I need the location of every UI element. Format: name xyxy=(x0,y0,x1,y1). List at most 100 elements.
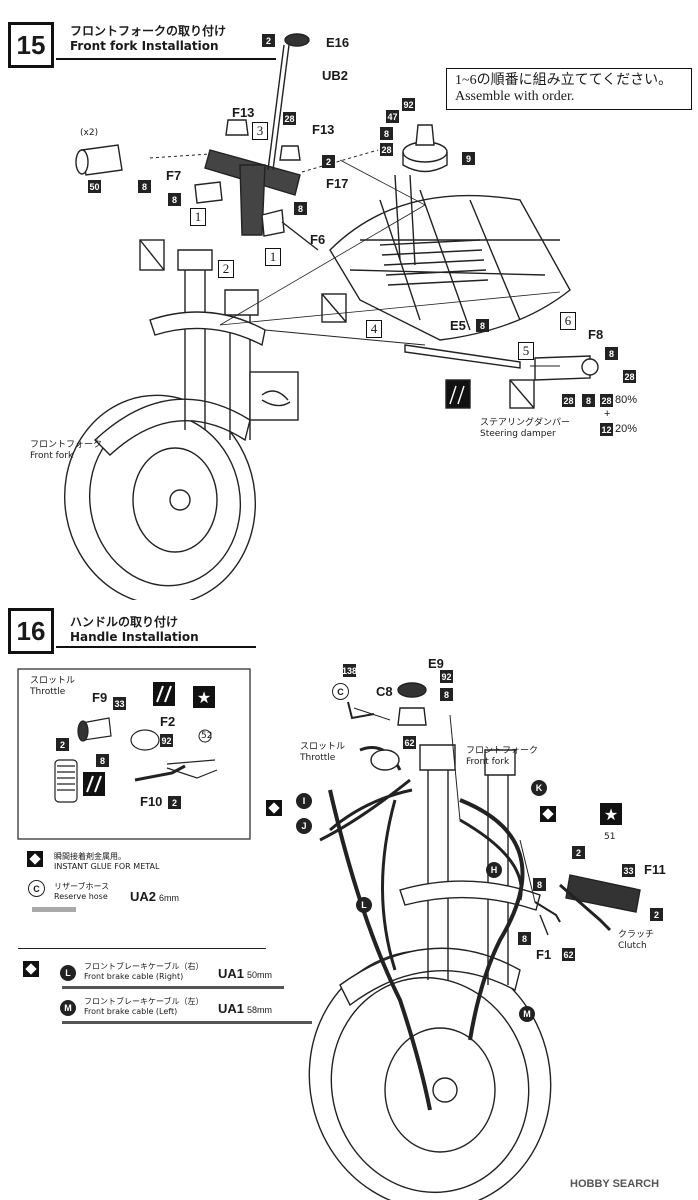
front-fork-en: Front fork xyxy=(30,451,74,461)
throttle-jp: スロットル xyxy=(30,676,76,686)
throttle-main-jp: スロットル xyxy=(300,742,346,752)
reserve-hose-en: Reserve hose xyxy=(54,892,108,901)
paint-code: 33 xyxy=(113,697,126,710)
steering-damper-label: ステアリングダンパー Steering damper xyxy=(480,418,570,440)
paint-code: 50 xyxy=(88,180,101,193)
paint-code: 92 xyxy=(160,734,173,747)
step-16-title-jp: ハンドルの取り付け xyxy=(70,615,179,629)
part-label-f13-right: F13 xyxy=(312,122,335,137)
hose-marker-i: I xyxy=(296,793,312,809)
step-15-number: 15 xyxy=(8,22,54,68)
step-16-number: 16 xyxy=(8,608,54,654)
ua1-left-code: UA1 xyxy=(218,1001,245,1016)
part-label-e16: E16 xyxy=(326,35,350,50)
glue-en: INSTANT GLUE FOR METAL xyxy=(54,862,160,871)
paint-code: 8 xyxy=(533,878,546,891)
steering-damper-en: Steering damper xyxy=(480,429,556,439)
paint-code: 2 xyxy=(572,846,585,859)
cable-m-jp: フロントブレーキケーブル（左） xyxy=(84,997,204,1006)
ua1-left-length: 58mm xyxy=(247,1005,273,1015)
paint-code: 2 xyxy=(56,738,69,751)
cable-m-legend: フロントブレーキケーブル（左） Front brake cable (Left) xyxy=(84,997,204,1017)
step-15-title-en: Front fork Installation xyxy=(70,39,219,53)
paint-code: 2 xyxy=(322,155,335,168)
part-label-f2: F2 xyxy=(160,714,176,729)
paint-code: 8 xyxy=(440,688,453,701)
glue-jp: 瞬間接着剤金属用。 xyxy=(54,852,126,861)
step-15-title-jp: フロントフォークの取り付け xyxy=(70,24,227,38)
mix-80-percent: 80% xyxy=(615,394,638,406)
star-icon: ★ xyxy=(600,803,622,825)
order-marker-1: 1 xyxy=(190,208,206,226)
step-16-title: ハンドルの取り付け Handle Installation xyxy=(70,615,199,645)
handle-installation-drawing xyxy=(308,682,641,1200)
decal-code: 52 xyxy=(201,731,213,741)
front-fork-main-jp: フロントフォーク xyxy=(466,746,539,756)
part-label-f17: F17 xyxy=(326,176,349,191)
throttle-main-en: Throttle xyxy=(300,753,336,763)
clutch-en: Clutch xyxy=(618,941,647,951)
ua2-code: UA2 xyxy=(130,889,157,904)
assembly-order-note: 1~6の順番に組み立ててください。 Assemble with order. xyxy=(446,68,692,110)
reserve-hose-jp: リザーブホース xyxy=(54,882,110,891)
paint-code: 8 xyxy=(294,202,307,215)
steering-damper-jp: ステアリングダンパー xyxy=(480,418,571,428)
clutch-jp: クラッチ xyxy=(618,930,655,940)
paint-code: 92 xyxy=(402,98,415,111)
paint-code: 62 xyxy=(562,948,575,961)
paint-code: 9 xyxy=(462,152,475,165)
front-fork-main-en: Front fork xyxy=(466,757,510,767)
part-label-f8: F8 xyxy=(588,327,604,342)
paint-code: 8 xyxy=(476,319,489,332)
step-16-rule xyxy=(56,646,256,648)
throttle-inset-label: スロットル Throttle xyxy=(30,676,75,698)
order-marker-5: 5 xyxy=(518,342,534,360)
paint-code: 28 xyxy=(623,370,636,383)
paint-code: 47 xyxy=(386,110,399,123)
paint-code: 8 xyxy=(605,347,618,360)
paint-code: 2 xyxy=(650,908,663,921)
cable-l-en: Front brake cable (Right) xyxy=(84,972,184,981)
part-label-f13-left: F13 xyxy=(232,105,255,120)
paint-code: 62 xyxy=(403,736,416,749)
paint-code: 2 xyxy=(262,34,275,47)
paint-code: 33 xyxy=(622,864,635,877)
paint-code: 12 xyxy=(600,423,613,436)
cable-l-legend: フロントブレーキケーブル（右） Front brake cable (Right… xyxy=(84,962,204,982)
front-fork-label: フロントフォーク Front fork xyxy=(30,440,102,462)
order-marker-1b: 1 xyxy=(265,248,281,266)
front-fork-main-label: フロントフォーク Front fork xyxy=(466,746,538,768)
paint-code: 28 xyxy=(380,143,393,156)
part-label-f9: F9 xyxy=(92,690,108,705)
part-label-e9: E9 xyxy=(428,656,444,671)
step-16-title-en: Handle Installation xyxy=(70,630,199,644)
throttle-label: スロットル Throttle xyxy=(300,742,345,764)
order-marker-6: 6 xyxy=(560,312,576,330)
reserve-hose-marker: C xyxy=(28,880,45,897)
note-jp: 1~6の順番に組み立ててください。 xyxy=(455,73,673,88)
instant-glue-legend: 瞬間接着剤金属用。 INSTANT GLUE FOR METAL xyxy=(54,852,159,872)
star-icon: ★ xyxy=(193,686,215,708)
paint-code: 28 xyxy=(600,394,613,407)
hose-marker-j: J xyxy=(296,818,312,834)
paint-code: 138 xyxy=(341,664,358,677)
order-marker-3: 3 xyxy=(252,122,268,140)
paint-code: 92 xyxy=(440,670,453,683)
ua1-right-length: 50mm xyxy=(247,970,273,980)
part-label-ub2: UB2 xyxy=(322,68,349,83)
watermark: HOBBY SEARCH xyxy=(570,1178,660,1190)
reserve-hose-swatch xyxy=(32,907,76,912)
paint-code: 28 xyxy=(562,394,575,407)
paint-code: 8 xyxy=(518,932,531,945)
order-marker-2: 2 xyxy=(218,260,234,278)
cable-m-en: Front brake cable (Left) xyxy=(84,1007,178,1016)
quantity-x2: (x2) xyxy=(80,128,99,138)
paint-code: 8 xyxy=(138,180,151,193)
hose-marker-k: K xyxy=(531,780,547,796)
instant-glue-icon xyxy=(266,800,282,816)
paint-code: 28 xyxy=(283,112,296,125)
step-15-rule xyxy=(56,58,276,60)
